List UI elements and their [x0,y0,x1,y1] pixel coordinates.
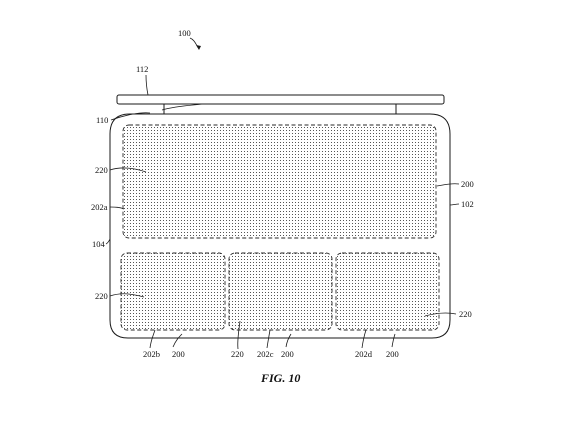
leader-housing [105,238,111,245]
label-array-upper: 200 [461,179,474,189]
label-lid: 112 [136,64,148,74]
region-202d [335,252,440,331]
leader-upper-region [109,206,125,210]
leader-array-center [285,333,292,348]
label-lower-left-region: 202b [143,349,160,359]
leader-lid [145,74,149,96]
label-sensor-upper-left: 220 [95,165,108,175]
label-array-right: 200 [386,349,399,359]
label-housing: 104 [92,239,106,249]
label-lower-center-region: 202c [257,349,274,359]
label-sensor-lower-center: 220 [231,349,244,359]
leader-sensor-lower-right [424,312,457,317]
lid [116,94,445,105]
label-device: 100 [178,28,191,38]
label-top-surface: 102 [461,199,474,209]
housing [109,113,451,339]
region-202a [122,124,437,239]
leader-top-surface [449,203,460,206]
label-upper-region: 202a [91,202,108,212]
leader-sensor-upper-left [109,167,147,173]
hinge [163,104,397,115]
leader-hinge-arc [161,103,204,111]
label-array-left: 200 [172,349,185,359]
figure-title: FIG. 10 [260,371,300,385]
label-sensor-lower-right: 220 [459,309,472,319]
leader-lower-left-region [149,329,156,349]
label-hinge: 110 [96,115,108,125]
leader-lower-center-region [266,329,271,349]
label-array-center: 200 [281,349,294,359]
leader-array-upper [436,183,460,187]
region-202b [120,252,226,331]
leader-sensor-lower-left [109,293,145,298]
arrowhead-device [196,45,201,50]
leader-array-right [391,333,396,348]
leader-sensor-lower-center [237,320,241,350]
label-sensor-lower-left: 220 [95,291,108,301]
leader-array-left [172,333,183,348]
region-202c [228,252,333,331]
label-lower-right-region: 202d [355,349,373,359]
leader-lower-right-region [361,329,367,349]
